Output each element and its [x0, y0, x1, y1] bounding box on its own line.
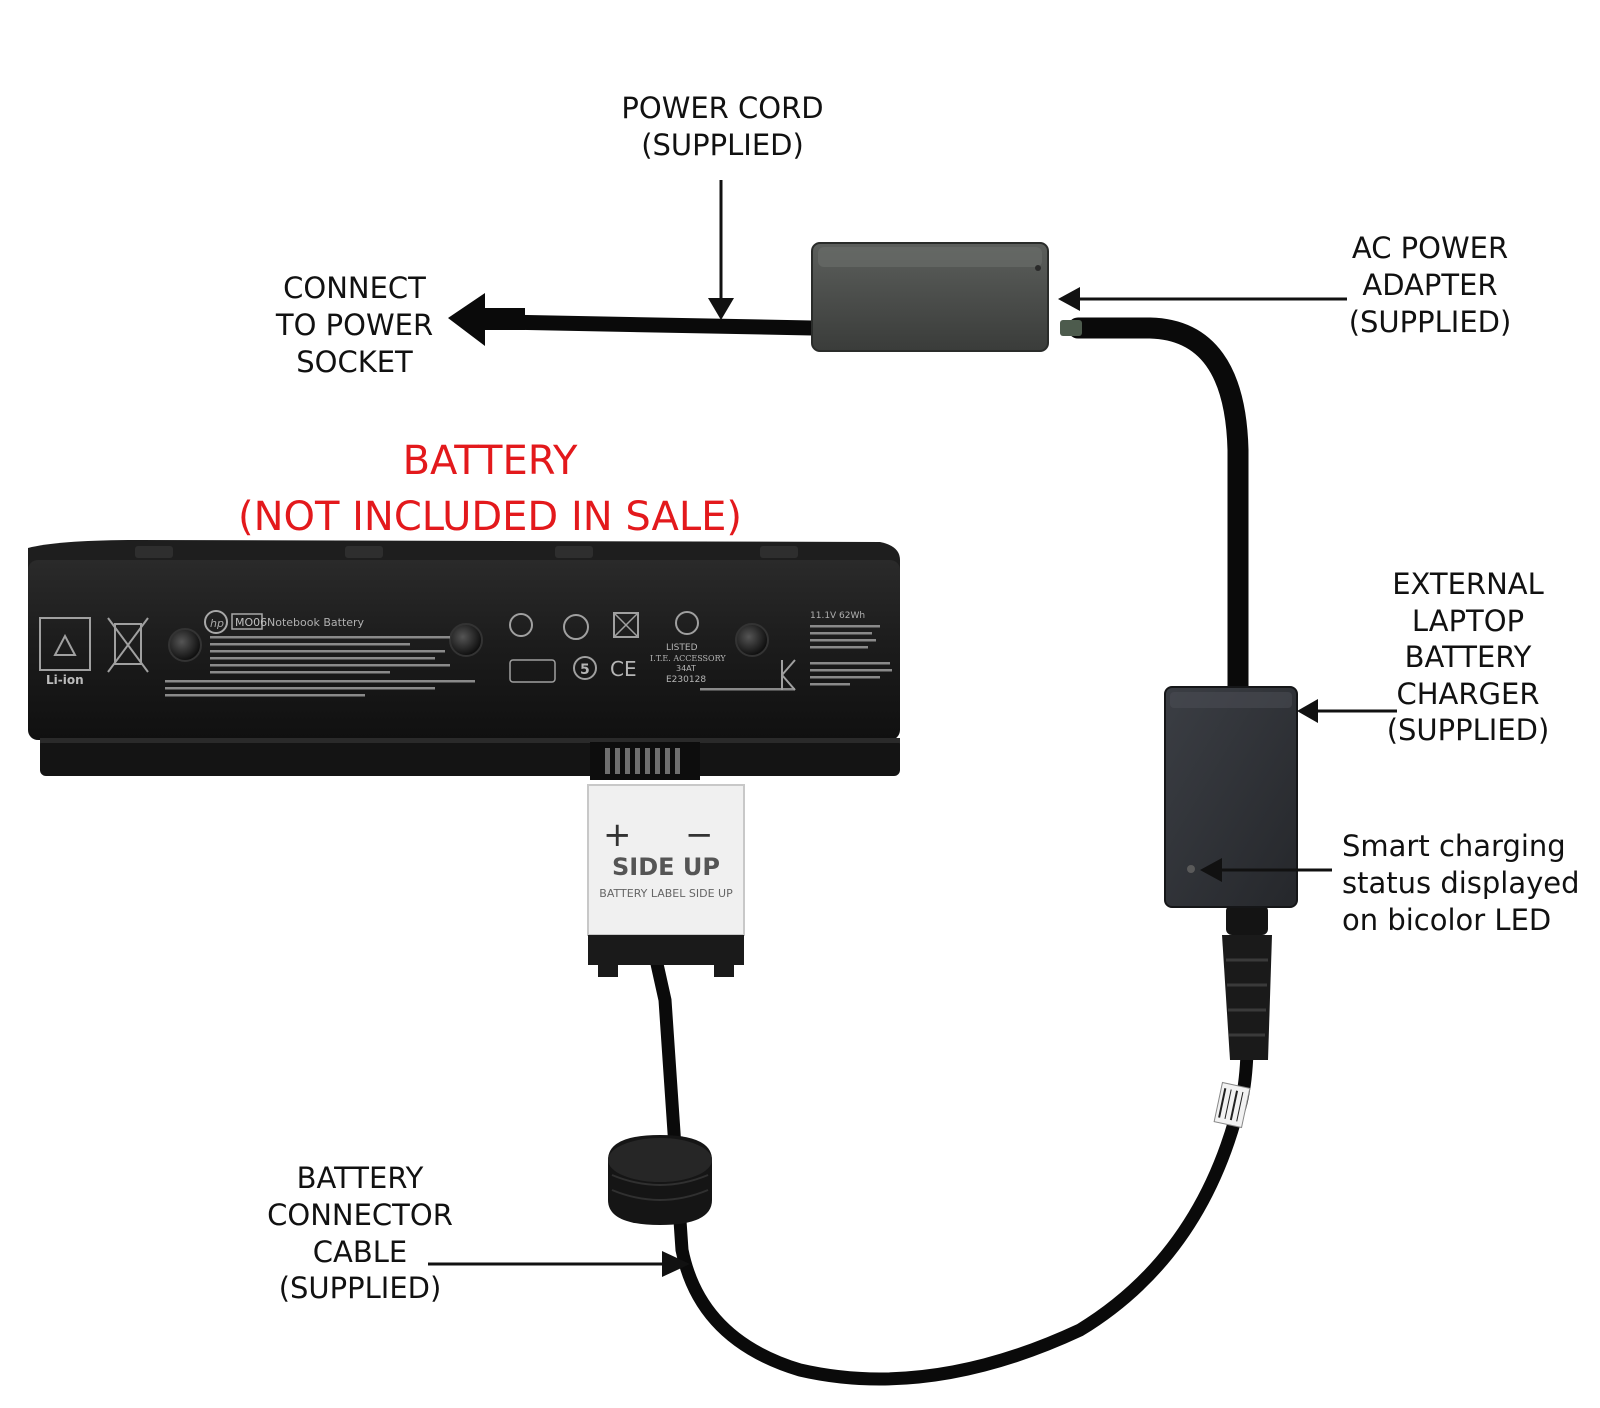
plus-symbol: +	[603, 815, 632, 855]
battery-connector-plug: + − SIDE UP BATTERY LABEL SIDE UP	[587, 784, 745, 977]
battery-model-text: MO06	[235, 616, 267, 629]
cert-number-text: E230128	[666, 675, 706, 685]
laptop-battery: Li-ion hp MO06 Notebook Battery	[28, 540, 900, 780]
battery-connector-cable	[648, 928, 1254, 1386]
led-status-label: Smart charging status displayed on bicol…	[1342, 829, 1580, 937]
battery-connector-cable-label: BATTERY CONNECTOR CABLE (SUPPLIED)	[267, 1161, 453, 1306]
battery-product-text: Notebook Battery	[267, 616, 365, 629]
ac-power-adapter	[811, 242, 1049, 352]
listed-text: LISTED	[666, 643, 698, 653]
power-cord-cable	[492, 314, 820, 336]
svg-text:hp: hp	[210, 617, 224, 630]
connect-to-power-socket-arrow	[448, 293, 525, 346]
battery-rating-text: 11.1V 62Wh	[810, 611, 865, 621]
code-text: 34AT	[676, 664, 696, 673]
ferrite-choke	[608, 1135, 712, 1225]
side-up-text: SIDE UP	[612, 853, 720, 881]
connector-cable-pointer	[428, 1251, 690, 1277]
power-cord-pointer	[708, 180, 734, 320]
led-pointer	[1200, 858, 1332, 882]
battery-title-label: BATTERY (NOT INCLUDED IN SALE)	[237, 438, 743, 540]
external-laptop-battery-charger	[1164, 686, 1298, 908]
external-charger-label: EXTERNAL LAPTOP BATTERY CHARGER (SUPPLIE…	[1386, 567, 1550, 748]
connect-to-power-socket-label: CONNECT TO POWER SOCKET	[275, 271, 434, 379]
bicolor-led	[1187, 865, 1195, 873]
adapter-to-charger-cable	[1067, 317, 1249, 701]
minus-symbol: −	[685, 815, 714, 855]
ac-adapter-pointer	[1058, 287, 1347, 311]
power-cord-label: POWER CORD (SUPPLIED)	[621, 91, 824, 162]
ite-accessory-text: I.T.E. ACCESSORY	[650, 654, 726, 663]
svg-text:5: 5	[580, 662, 590, 678]
battery-chem-text: Li-ion	[46, 673, 84, 687]
battery-fine-print	[165, 636, 475, 697]
hp-logo	[204, 610, 228, 634]
charger-output-plug	[1213, 905, 1272, 1129]
adapter-strain-relief	[1060, 320, 1082, 336]
label-side-up-text: BATTERY LABEL SIDE UP	[599, 887, 733, 900]
ac-power-adapter-label: AC POWER ADAPTER (SUPPLIED)	[1348, 231, 1512, 339]
svg-text:CE: CE	[610, 657, 637, 681]
charger-pointer	[1297, 699, 1397, 723]
